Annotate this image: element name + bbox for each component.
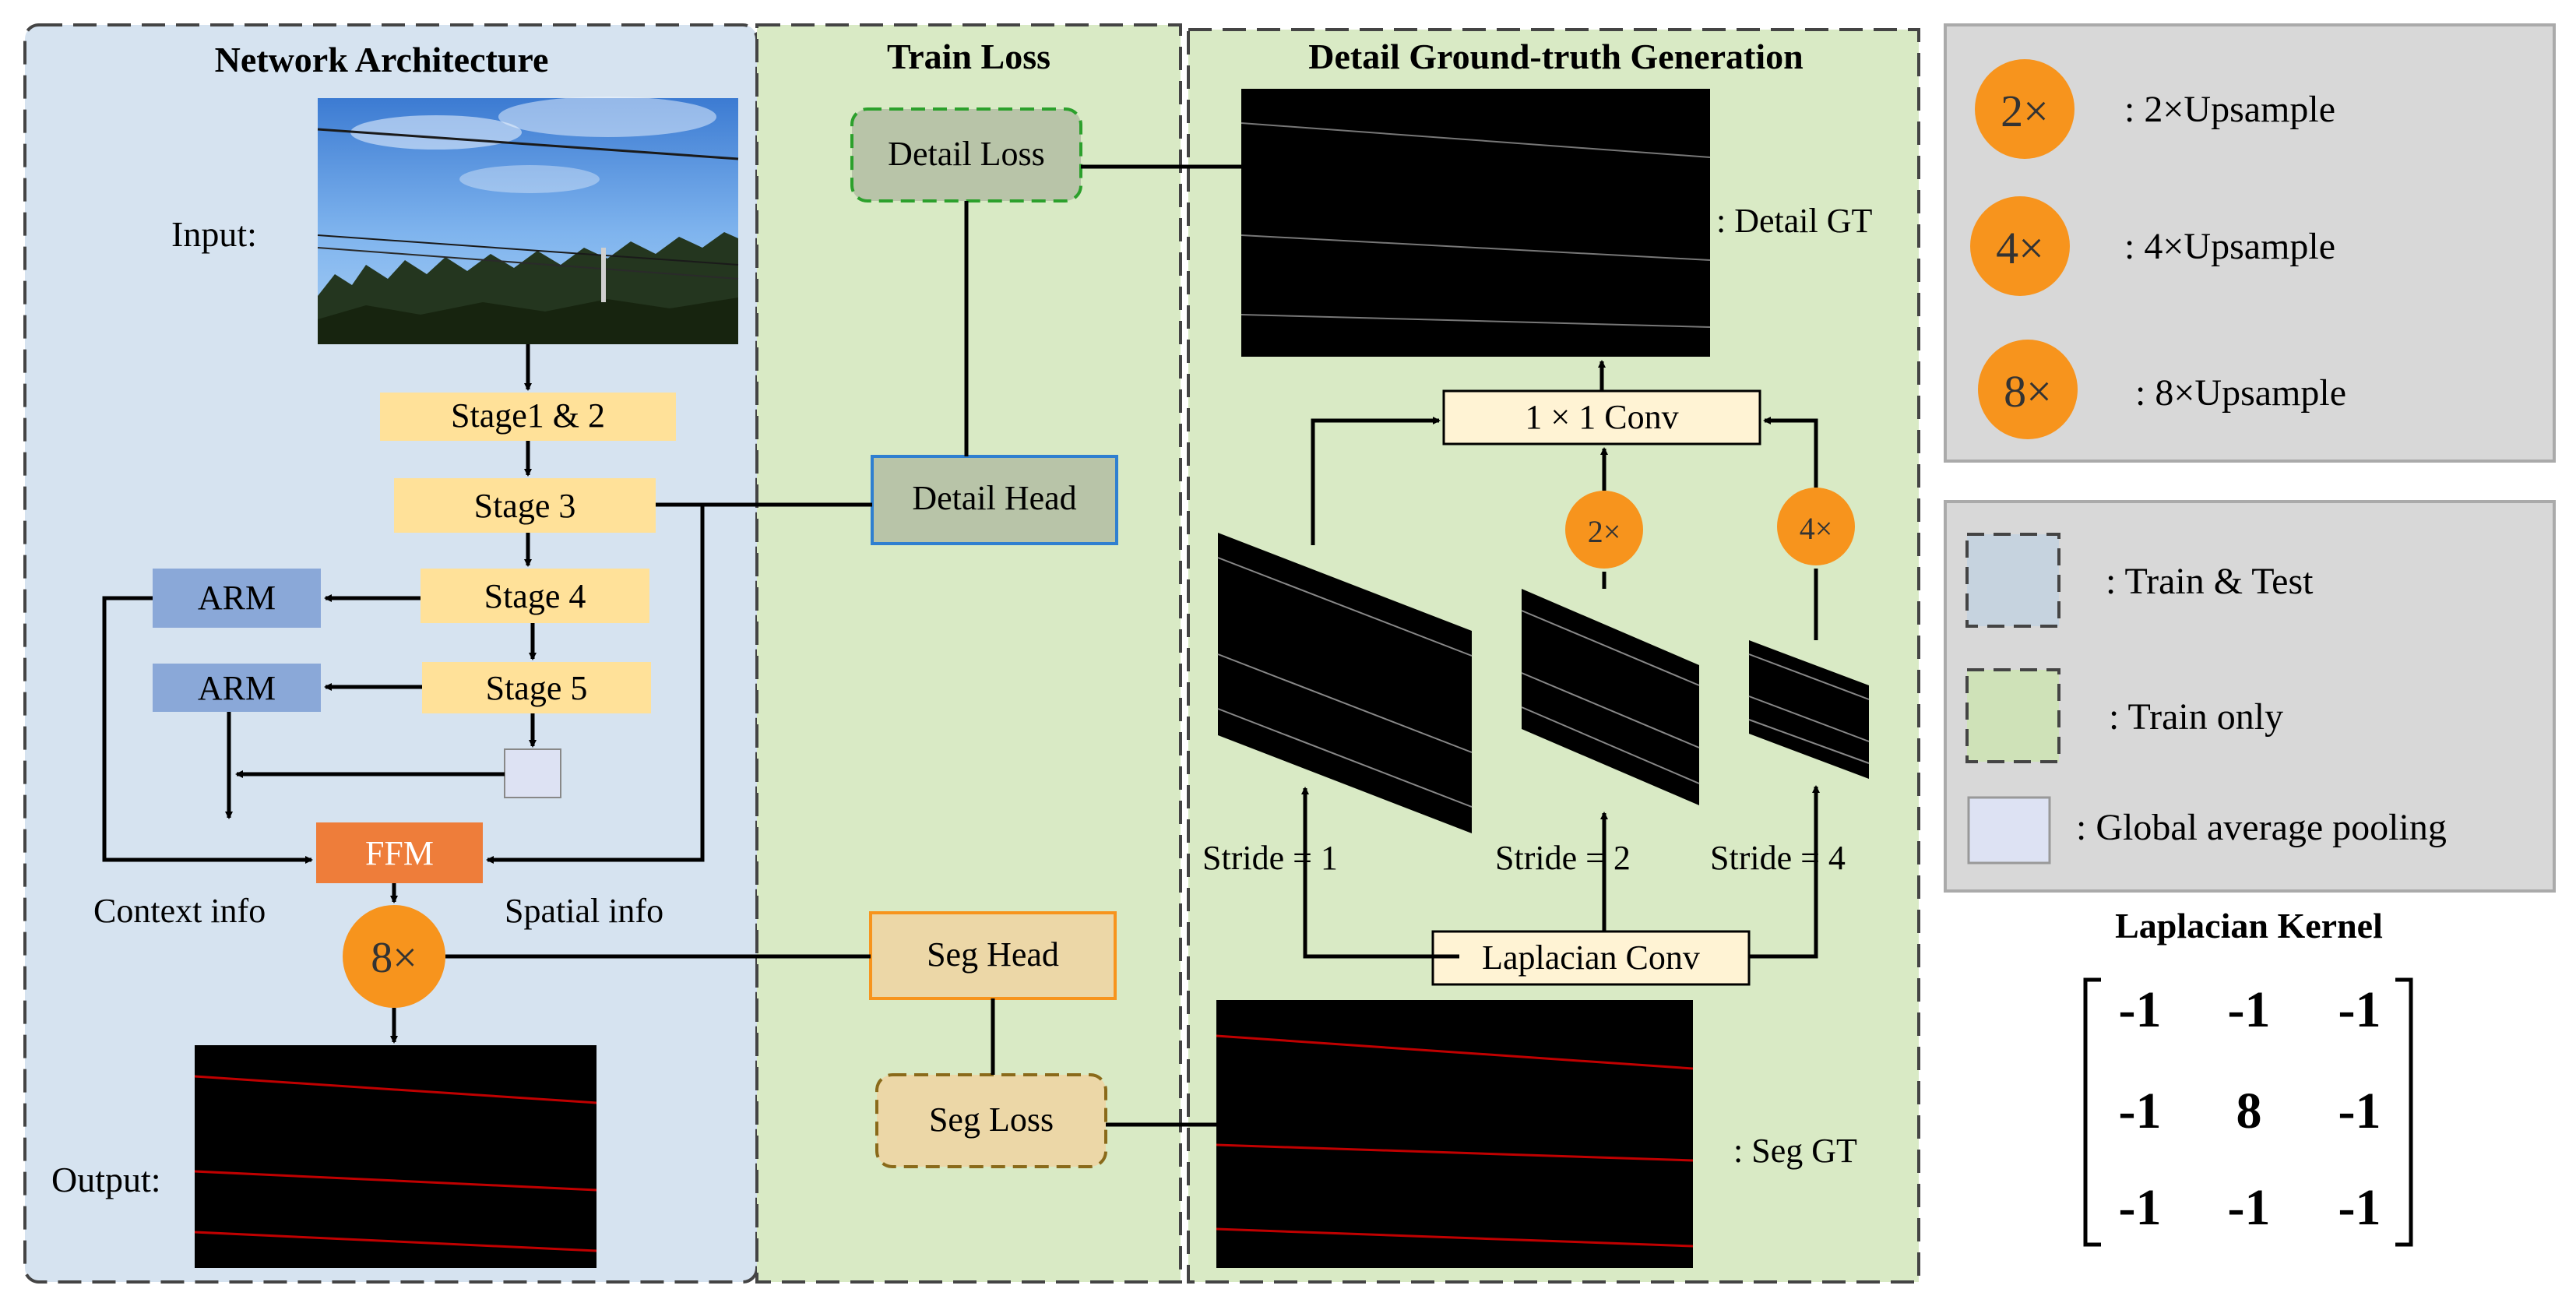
detail-gt-image bbox=[1240, 89, 1711, 357]
detail-generation-connections bbox=[1301, 360, 1820, 959]
laplacian-kernel-title: Laplacian Kernel bbox=[2115, 906, 2383, 946]
output-label: Output: bbox=[51, 1160, 161, 1199]
legend-2x-icon-label: 2× bbox=[2001, 86, 2049, 136]
kernel-cell-r1c2: -1 bbox=[2338, 1083, 2381, 1139]
legend-train-test-swatch bbox=[1965, 533, 2060, 628]
stride-4-label: Stride = 4 bbox=[1710, 839, 1846, 877]
laplacian-conv-label: Laplacian Conv bbox=[1482, 938, 1700, 977]
legend-boxes-panel: : Train & Test : Train only : Global ave… bbox=[1944, 500, 2556, 893]
kernel-cell-r1c1: 8 bbox=[2236, 1083, 2262, 1139]
stride-2-label: Stride = 2 bbox=[1495, 839, 1631, 877]
legend-4x-icon bbox=[1970, 196, 2070, 296]
seg-gt-image bbox=[1216, 1000, 1694, 1268]
legend-4x-label: : 4×Upsample bbox=[2124, 226, 2335, 267]
stage-1-2-label: Stage1 & 2 bbox=[451, 396, 605, 435]
network-connections bbox=[102, 344, 705, 1044]
detail-loss-label: Detail Loss bbox=[888, 135, 1045, 173]
global-average-pooling-block bbox=[504, 748, 561, 798]
detail-head-label: Detail Head bbox=[912, 479, 1076, 517]
kernel-cell-r0c2: -1 bbox=[2338, 981, 2381, 1038]
legend-train-only-swatch bbox=[1965, 668, 2060, 763]
feature-map-stride-2 bbox=[1521, 589, 1700, 805]
train-loss-connections bbox=[445, 164, 1241, 1127]
stage-4-block: Stage 4 bbox=[421, 569, 649, 623]
kernel-cell-r2c0: -1 bbox=[2119, 1179, 2162, 1236]
network-architecture-title: Network Architecture bbox=[215, 40, 549, 79]
legend-8x-label: : 8×Upsample bbox=[2135, 372, 2346, 414]
conv-1x1-block: 1 × 1 Conv bbox=[1442, 389, 1761, 445]
train-loss-panel bbox=[755, 23, 1182, 1284]
upsample-2x-node: 2× bbox=[1565, 491, 1643, 569]
detail-gt-label: : Detail GT bbox=[1716, 202, 1873, 240]
train-loss-title: Train Loss bbox=[887, 37, 1050, 76]
legend-2x-label: : 2×Upsample bbox=[2124, 89, 2335, 130]
kernel-cell-r0c1: -1 bbox=[2228, 981, 2271, 1038]
kernel-cell-r2c2: -1 bbox=[2338, 1179, 2381, 1236]
arm-label-bottom: ARM bbox=[198, 669, 276, 707]
output-image bbox=[194, 1045, 597, 1268]
seg-head-block: Seg Head bbox=[869, 911, 1117, 1000]
input-image bbox=[317, 97, 739, 344]
stage-3-label: Stage 3 bbox=[474, 487, 576, 525]
stride-1-label: Stride = 1 bbox=[1202, 839, 1338, 877]
stage-5-block: Stage 5 bbox=[422, 662, 651, 713]
upsample-2x-label: 2× bbox=[1588, 514, 1621, 549]
stage-4-label: Stage 4 bbox=[484, 577, 586, 615]
seg-head-label: Seg Head bbox=[927, 935, 1059, 974]
legend-gap-swatch bbox=[1967, 796, 2051, 865]
seg-gt-label: : Seg GT bbox=[1733, 1132, 1857, 1170]
upsample-4x-node: 4× bbox=[1777, 488, 1855, 565]
conv-1x1-label: 1 × 1 Conv bbox=[1525, 398, 1678, 436]
context-info-label: Context info bbox=[93, 892, 266, 930]
legend-train-test-label: : Train & Test bbox=[2106, 561, 2314, 602]
kernel-cell-r0c0: -1 bbox=[2119, 981, 2162, 1038]
legend-8x-icon-label: 8× bbox=[2004, 366, 2052, 417]
stage-3-block: Stage 3 bbox=[394, 478, 656, 533]
ffm-label: FFM bbox=[365, 834, 434, 872]
kernel-cell-r2c1: -1 bbox=[2228, 1179, 2271, 1236]
detail-head-block: Detail Head bbox=[871, 455, 1118, 545]
arm-block-bottom: ARM bbox=[153, 664, 321, 712]
detail-generation-title: Detail Ground-truth Generation bbox=[1308, 37, 1803, 76]
upsample-8x-label: 8× bbox=[371, 934, 417, 982]
seg-loss-label: Seg Loss bbox=[929, 1100, 1054, 1139]
arm-block-top: ARM bbox=[153, 569, 321, 628]
input-label: Input: bbox=[171, 214, 257, 254]
legend-4x-icon-label: 4× bbox=[1996, 223, 2044, 273]
upsample-8x-node: 8× bbox=[343, 905, 445, 1008]
legend-gap-label: : Global average pooling bbox=[2076, 807, 2447, 848]
stage-1-2-block: Stage1 & 2 bbox=[380, 393, 676, 441]
stage-5-label: Stage 5 bbox=[486, 669, 588, 707]
legend-8x-icon bbox=[1978, 340, 2078, 439]
feature-map-stride-1 bbox=[1217, 533, 1473, 833]
spatial-info-label: Spatial info bbox=[505, 892, 663, 930]
ffm-block: FFM bbox=[316, 822, 483, 883]
legend-2x-icon bbox=[1975, 59, 2075, 159]
kernel-cell-r1c0: -1 bbox=[2119, 1083, 2162, 1139]
arm-label-top: ARM bbox=[198, 579, 276, 617]
legend-train-only-label: : Train only bbox=[2109, 696, 2283, 738]
seg-loss-block: Seg Loss bbox=[875, 1073, 1107, 1168]
detail-loss-block: Detail Loss bbox=[850, 107, 1082, 202]
legend-upsample-panel: 2× : 2×Upsample 4× : 4×Upsample 8× : 8×U… bbox=[1944, 23, 2556, 463]
laplacian-conv-block: Laplacian Conv bbox=[1431, 930, 1751, 986]
feature-map-stride-4 bbox=[1748, 640, 1870, 779]
upsample-4x-label: 4× bbox=[1800, 511, 1833, 546]
laplacian-kernel-matrix: -1 -1 -1 -1 8 -1 -1 -1 -1 bbox=[2083, 977, 2413, 1247]
